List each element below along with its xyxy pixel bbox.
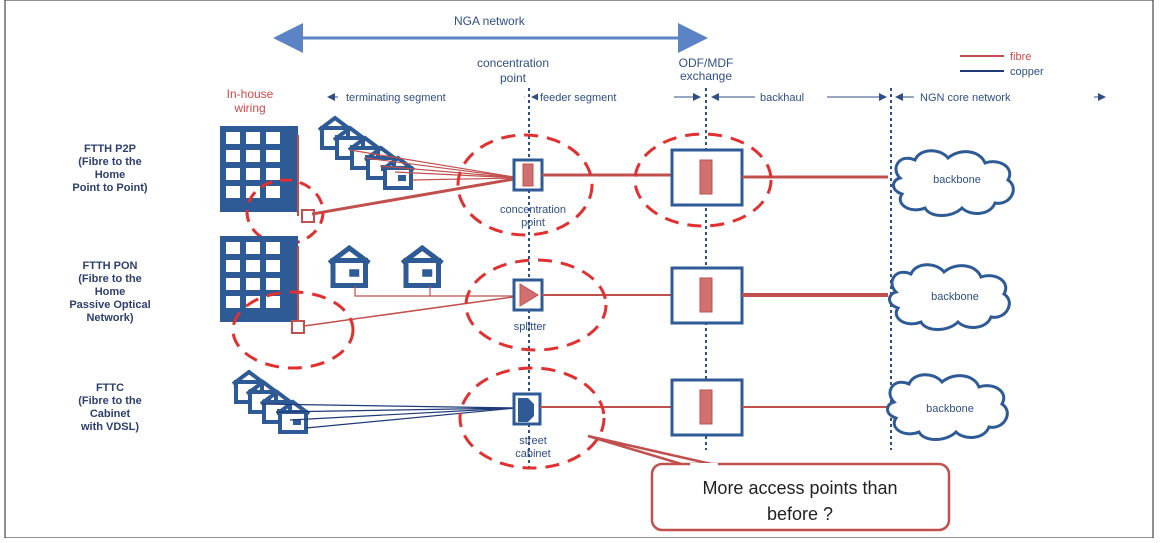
- nga-network-label: NGA network: [454, 14, 526, 28]
- callout-box: [650, 462, 951, 532]
- row-title-line: Home: [95, 286, 126, 298]
- row-ftth-p2p: FTTH P2P (Fibre to the Home Point to Poi…: [72, 116, 1015, 246]
- row-title-line: Passive Optical: [69, 299, 150, 311]
- legend-copper-label: copper: [1010, 66, 1044, 78]
- in-house-node: [301, 209, 315, 223]
- callout-line: More access points than: [702, 478, 897, 498]
- dashed-highlight-circle: [245, 178, 325, 246]
- apartment-building-icon: [220, 236, 298, 322]
- dashed-highlight-circle: [464, 258, 608, 352]
- legend: fibre copper: [960, 51, 1044, 78]
- backbone-label: backbone: [933, 174, 981, 186]
- row-title-line: (Fibre to the: [78, 273, 142, 285]
- in-house-wiring-label-1: In-house: [227, 87, 274, 101]
- row-title-line: Point to Point): [72, 182, 147, 194]
- backbone-label: backbone: [926, 403, 974, 415]
- odf-mdf-header-1: ODF/MDF: [679, 56, 734, 70]
- row-title-line: FTTH PON: [83, 260, 138, 272]
- terminating-segment-label: terminating segment: [346, 92, 446, 104]
- row-title-line: with VDSL): [80, 421, 139, 433]
- dashed-highlight-circle: [633, 132, 773, 228]
- row-title-line: Network): [86, 312, 133, 324]
- core-network-label: NGN core network: [920, 92, 1011, 104]
- odf-mdf-node: [670, 148, 744, 207]
- in-house-node: [291, 320, 305, 334]
- callout-line: before ?: [767, 504, 833, 524]
- concentration-point-header-1: concentration: [477, 56, 549, 70]
- callout: More access points than before ?: [587, 434, 951, 532]
- backbone-label: backbone: [931, 291, 979, 303]
- in-house-wiring-label-2: wiring: [233, 101, 265, 115]
- row-ftth-pon: FTTH PON (Fibre to the Home Passive Opti…: [69, 236, 1011, 370]
- node-label: point: [521, 217, 545, 229]
- legend-fibre-label: fibre: [1010, 51, 1031, 63]
- concentration-point-header-2: point: [500, 71, 527, 85]
- odf-mdf-node: [670, 266, 744, 325]
- dashed-highlight-circle: [231, 290, 355, 370]
- odf-mdf-header-2: exchange: [680, 69, 732, 83]
- node-label: street: [519, 435, 547, 447]
- house-icon: [329, 248, 369, 286]
- row-title-line: (Fibre to the: [78, 395, 142, 407]
- dashed-highlight-circle: [456, 133, 594, 237]
- dashed-highlight-circle: [458, 366, 606, 470]
- row-fttc: FTTC (Fibre to the Cabinet with VDSL) st…: [78, 366, 1009, 470]
- row-title-line: FTTC: [96, 382, 124, 394]
- node-label: splitter: [514, 321, 547, 333]
- backhaul-label: backhaul: [760, 92, 804, 104]
- feeder-segment-label: feeder segment: [540, 92, 616, 104]
- row-title-line: Home: [95, 169, 126, 181]
- apartment-building-icon: [220, 126, 298, 212]
- row-title-line: Cabinet: [90, 408, 131, 420]
- row-title-line: (Fibre to the: [78, 156, 142, 168]
- house-icon: [402, 248, 442, 286]
- node-label: concentration: [500, 204, 566, 216]
- node-label: cabinet: [515, 448, 550, 460]
- row-title-line: FTTH P2P: [84, 143, 136, 155]
